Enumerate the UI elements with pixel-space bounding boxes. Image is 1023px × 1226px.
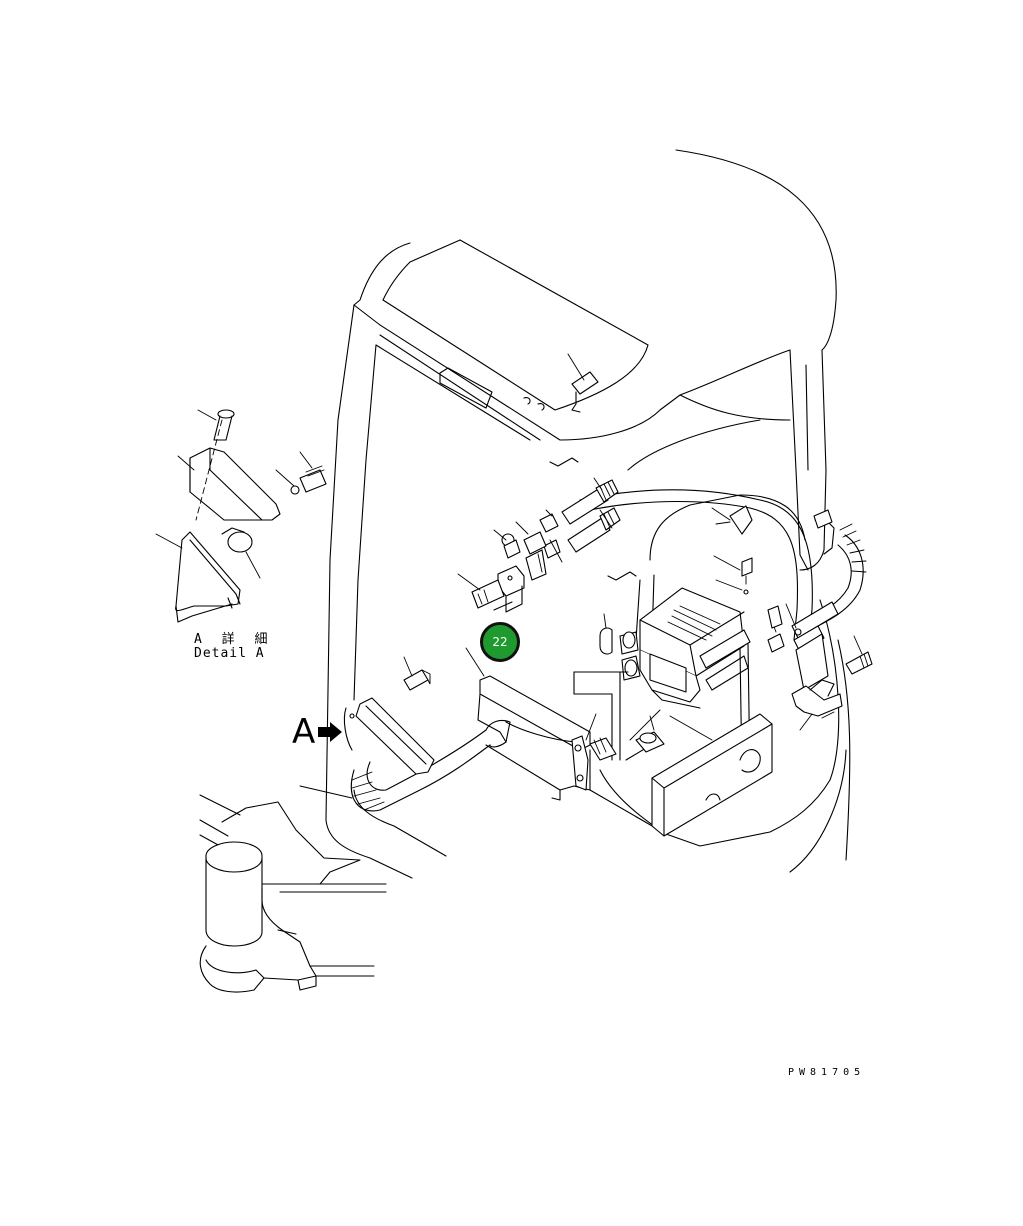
heater-unit bbox=[573, 587, 785, 781]
detail-a-label-en: Detail A bbox=[194, 646, 265, 661]
detail-a bbox=[155, 409, 327, 623]
hose-fittings bbox=[457, 457, 637, 613]
cab-frame bbox=[325, 149, 851, 879]
right-side-parts bbox=[711, 505, 873, 731]
view-a-label: A bbox=[292, 712, 316, 752]
view-arrow bbox=[318, 722, 342, 742]
mounting-plate bbox=[651, 713, 773, 837]
detail-a-label-ja: A 詳 細 bbox=[194, 632, 274, 647]
leader-lines bbox=[299, 647, 485, 799]
part-callout-22[interactable]: 22 bbox=[480, 622, 520, 662]
operator-seat-area bbox=[199, 794, 387, 993]
header-sensor bbox=[523, 353, 599, 413]
drawing-number: PW81705 bbox=[788, 1067, 866, 1078]
part-callout-number: 22 bbox=[492, 635, 508, 649]
pillar-bracket bbox=[343, 656, 435, 775]
